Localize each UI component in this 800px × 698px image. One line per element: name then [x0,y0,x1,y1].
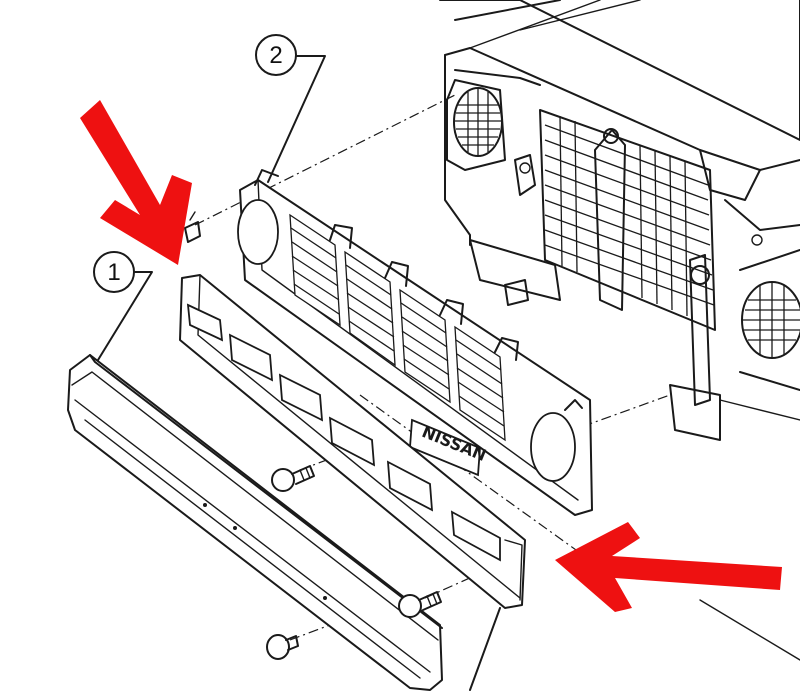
nissan-badge [409,418,481,477]
grille-headlamp-opening-right [530,412,576,482]
radiator-grille: NISSAN [237,169,593,516]
callout-1: 1 [93,251,135,293]
callout-1-label: 1 [107,259,120,286]
callout-2: 2 [255,34,297,76]
bumper-clip [266,634,299,660]
bolt-lower [398,591,442,618]
leader-lines [97,55,501,691]
small-clip-top [184,211,201,243]
red-arrows [80,100,782,612]
grille-lower-panel [179,274,526,609]
grille-headlamp-opening-left [237,199,279,265]
front-bumper [67,354,443,691]
red-arrow-right [555,522,782,612]
headlamp-left [453,87,503,157]
red-arrow-upper-left [80,100,192,265]
truck-front-body [439,0,800,661]
callout-2-label: 2 [269,42,282,69]
radiator-core [539,109,716,331]
bolt-upper [271,465,315,492]
